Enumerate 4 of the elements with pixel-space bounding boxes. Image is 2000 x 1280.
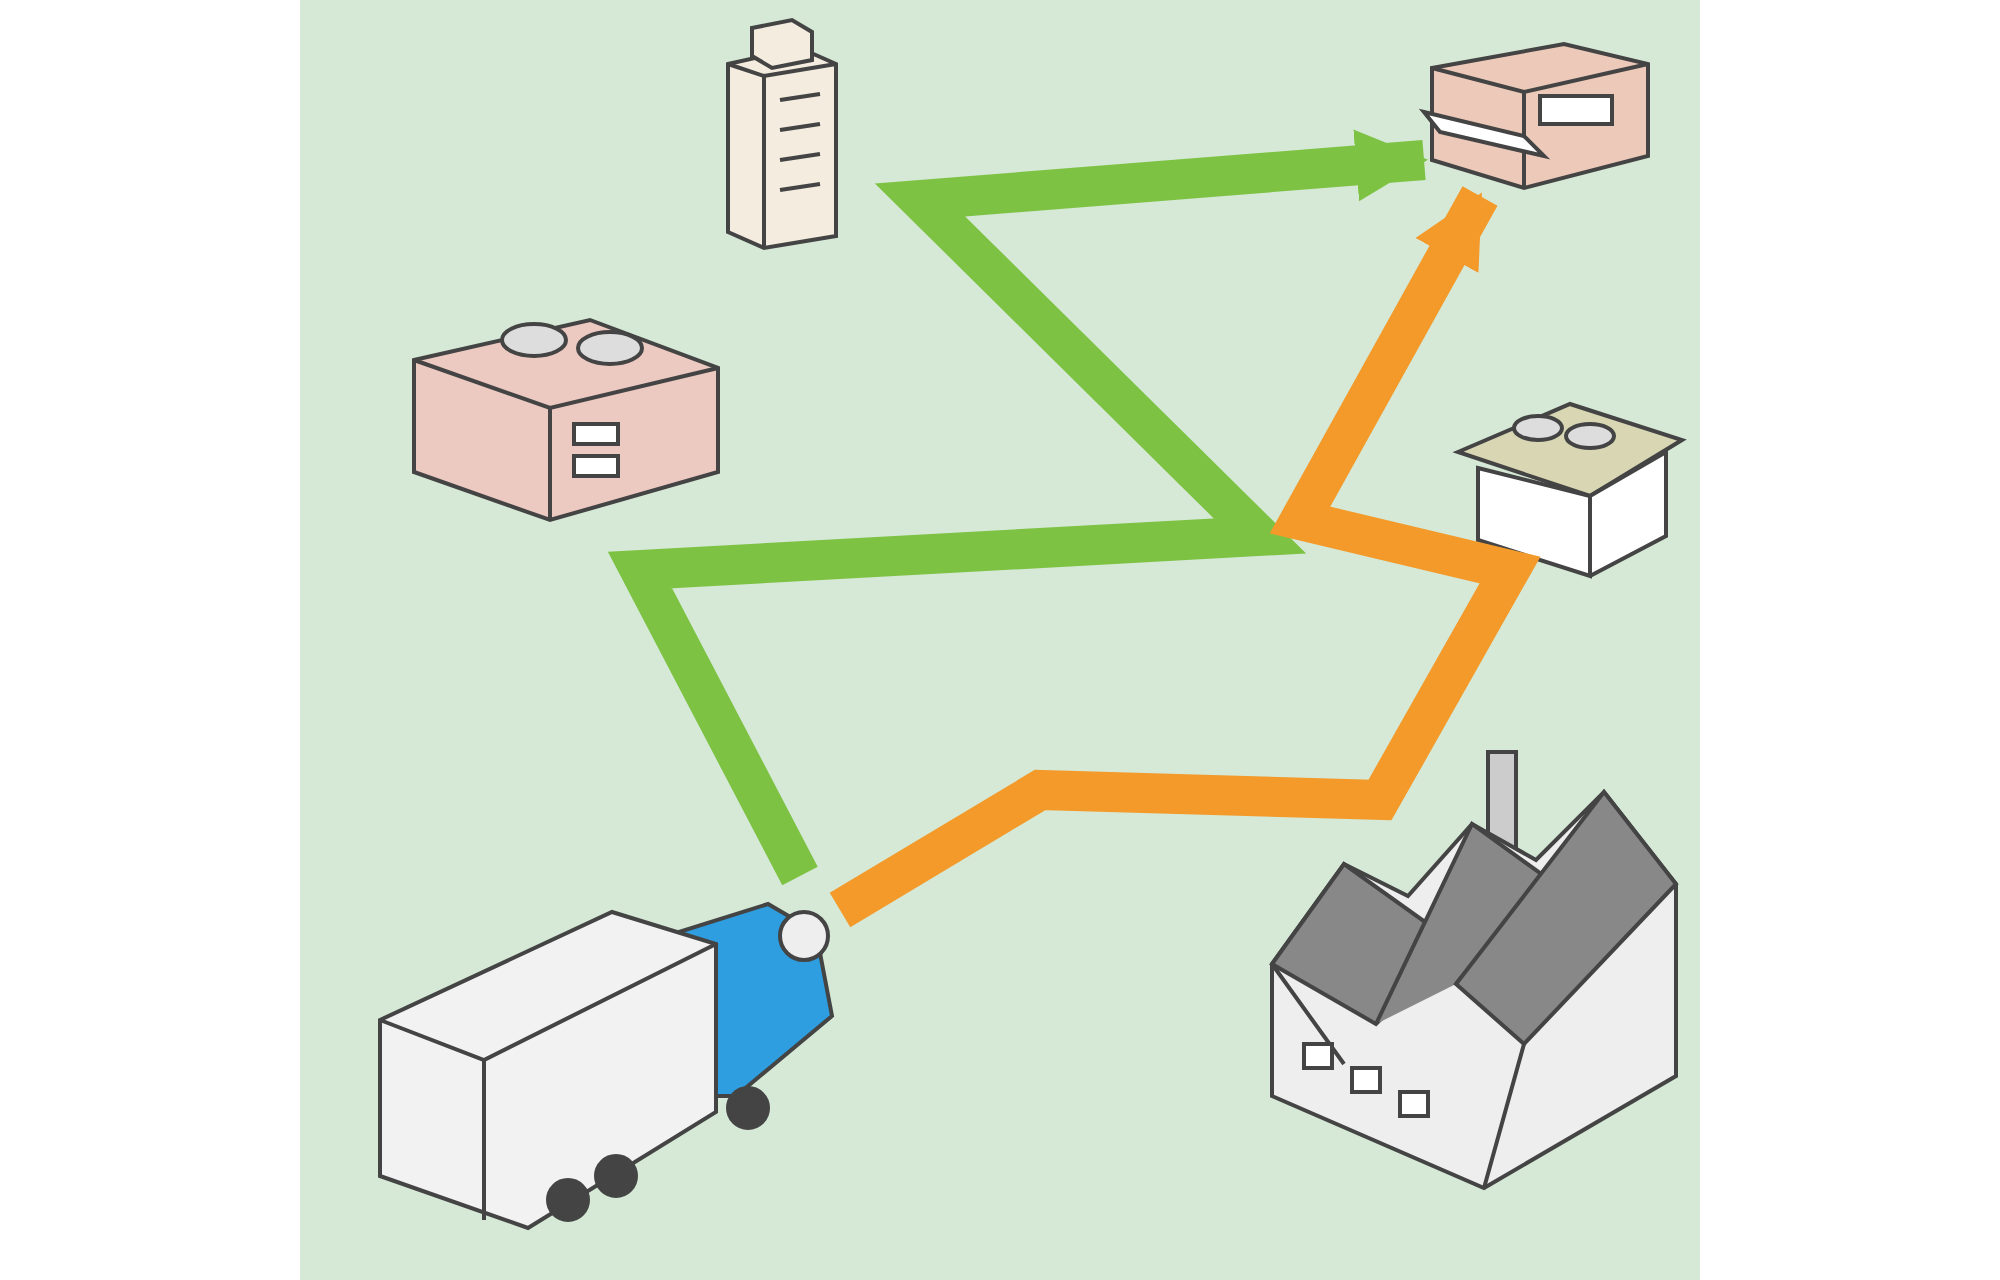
factory-drawing: [1264, 744, 1680, 1196]
office-tower-drawing: [720, 20, 844, 252]
zigzag-arrow: [829, 186, 1541, 928]
shop-building-drawing: [1424, 36, 1656, 196]
